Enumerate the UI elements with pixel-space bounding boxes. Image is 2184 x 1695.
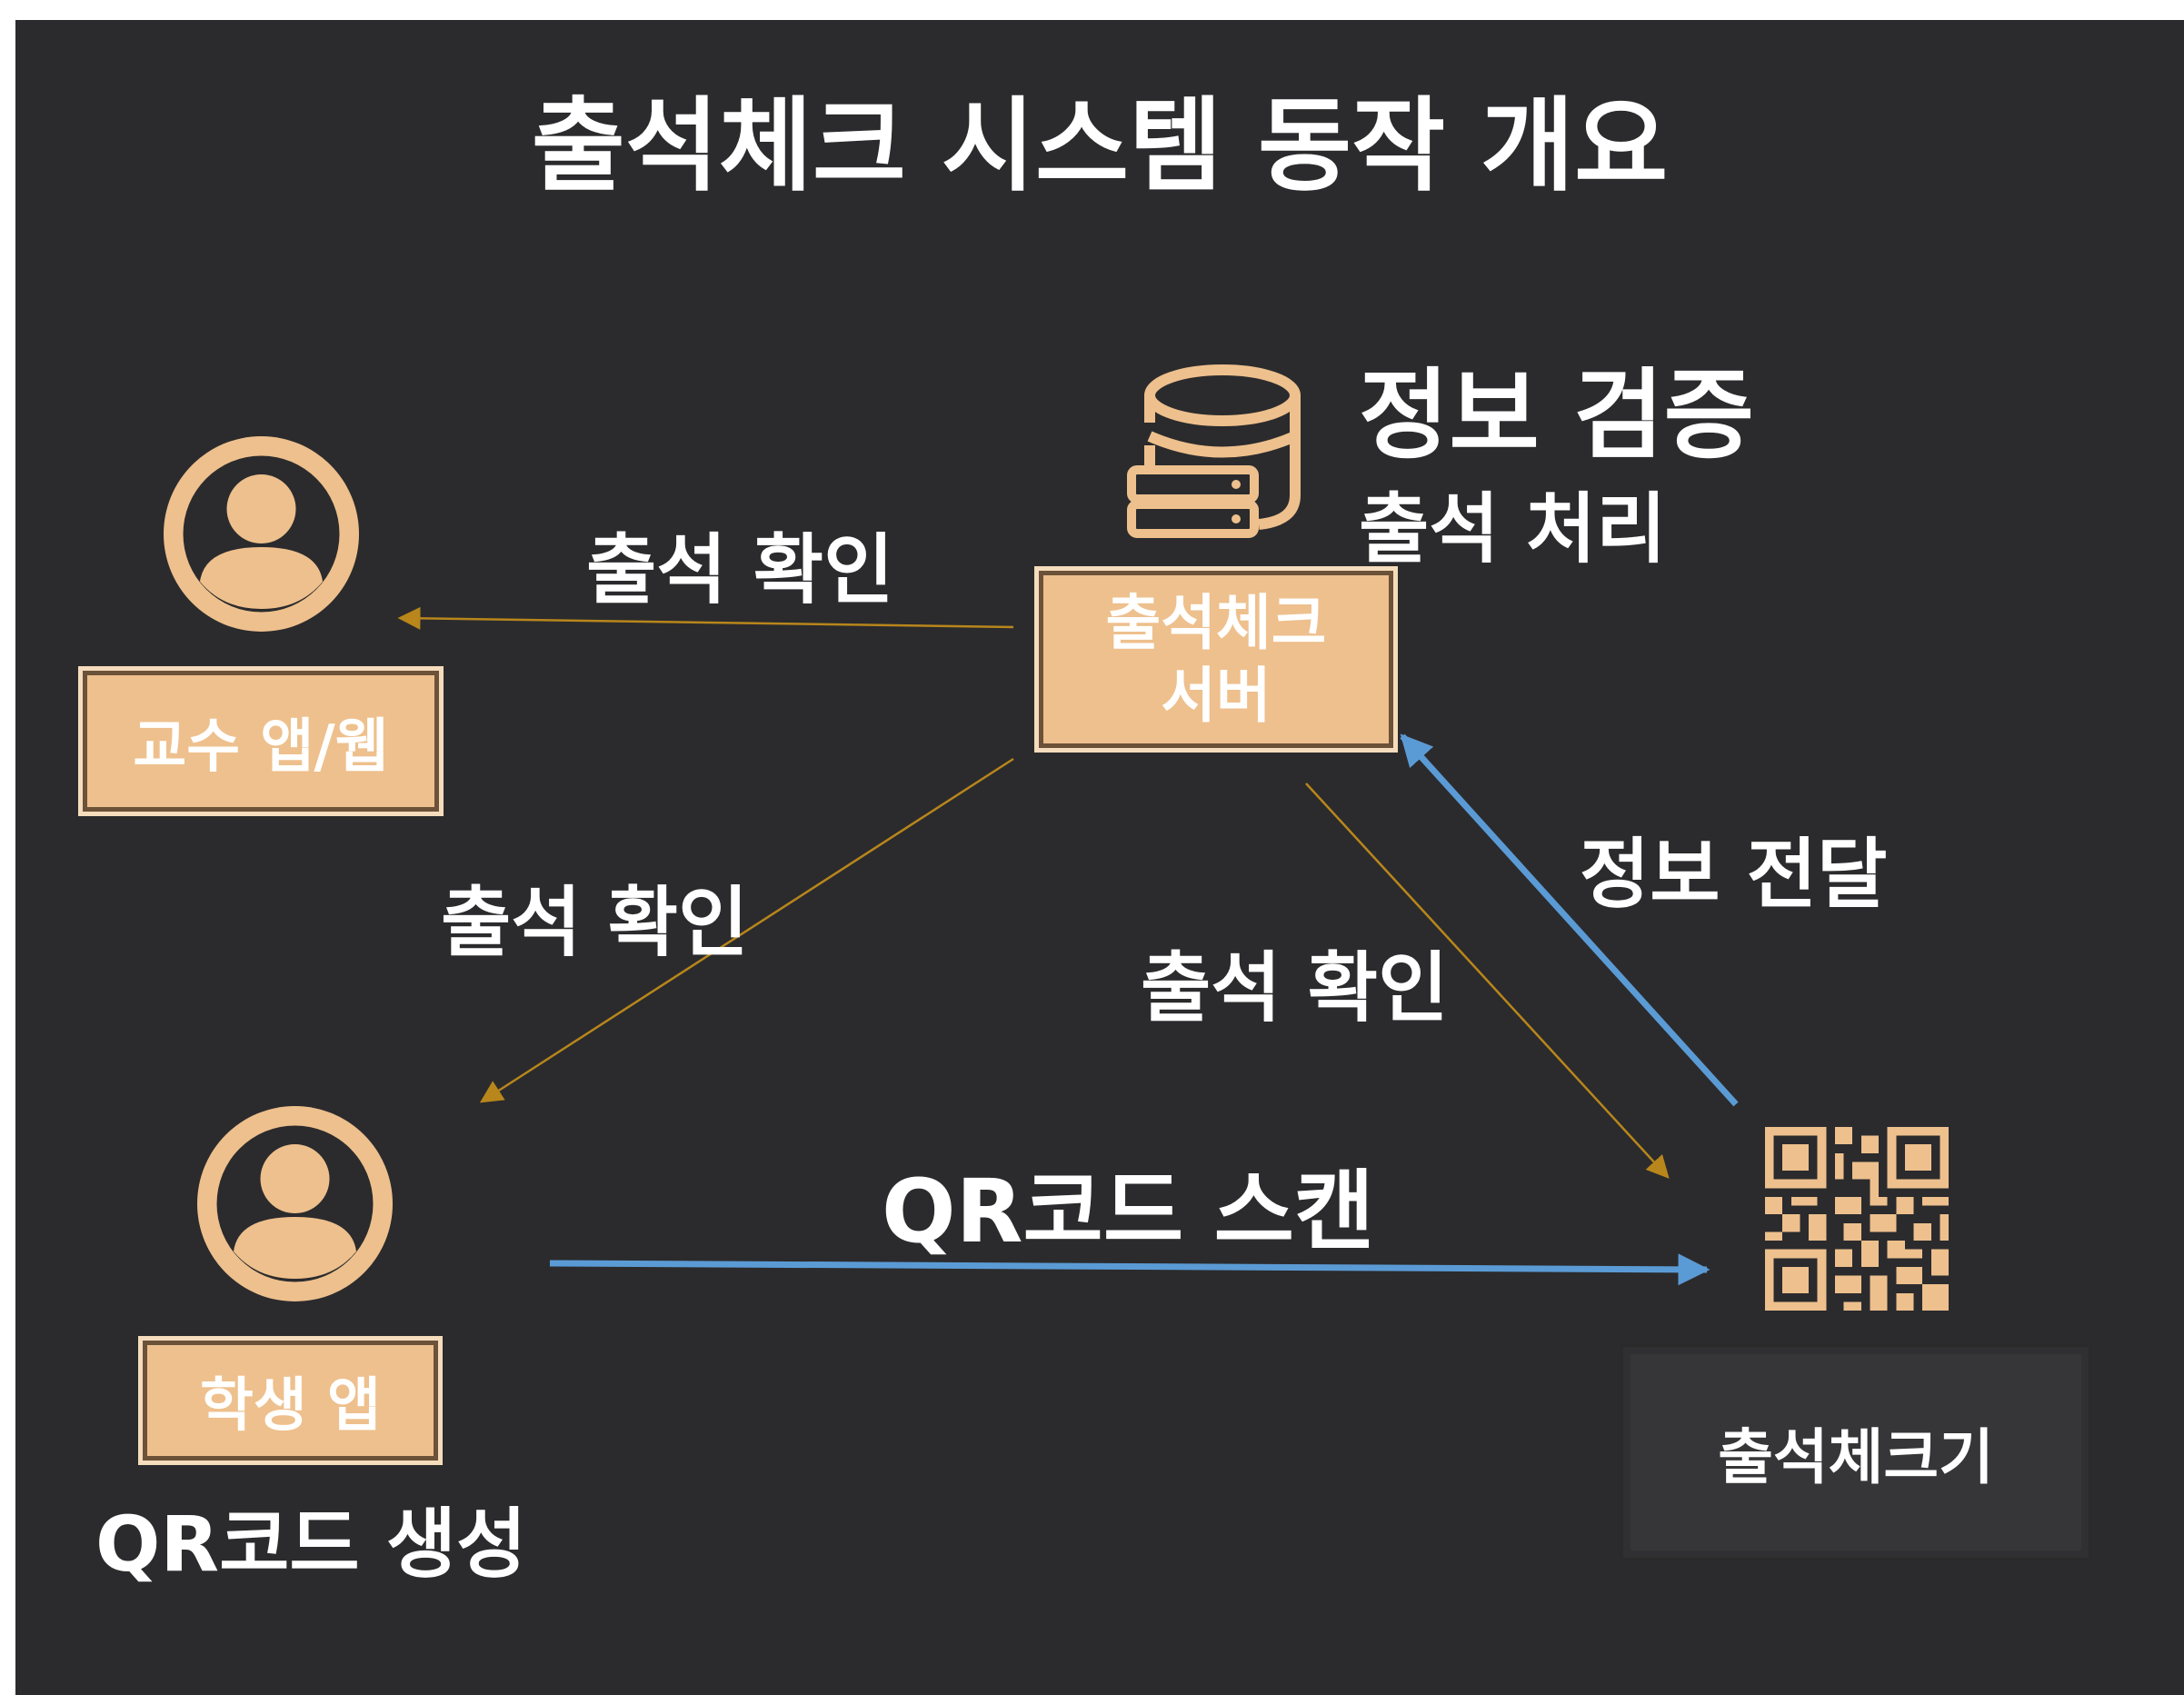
professor-label: 교수 앱/웹 [133,713,389,781]
checker-device: 출석체크기 [1620,1343,2092,1561]
student-caption: QR코드 생성 [95,1500,527,1589]
database-server-icon [1127,364,1301,538]
edge-label-server-to-professor: 출석 확인 [586,525,894,614]
edge-label-server-to-student: 출석 확인 [441,878,749,967]
arrow-student-to-checker [549,1253,1710,1286]
server-note-process: 출석 처리 [1359,484,1667,573]
user-icon [197,1106,393,1301]
checker-label: 출석체크기 [1718,1422,1994,1492]
server-label-line1: 출석체크 [1105,588,1327,659]
diagram-title: 출석체크 시스템 동작 개요 [531,87,1669,205]
arrow-checker-to-server [1400,733,1739,1107]
server-note-verify: 정보 검증 [1359,359,1755,473]
qr-code-icon [1765,1127,1949,1311]
edge-label-student-to-checker: QR코드 스캔 [882,1161,1375,1262]
arrow-server-to-checker [1305,783,1670,1179]
server-box: 출석체크 서버 [1034,566,1398,753]
professor-box: 교수 앱/웹 [78,666,444,816]
student-label: 학생 앱 [200,1372,381,1440]
server-label-line2: 서버 [1161,660,1272,731]
edge-label-checker-to-server: 정보 전달 [1580,830,1888,919]
arrow-server-to-student [479,757,1014,1103]
edge-label-server-to-checker: 출석 확인 [1141,943,1449,1032]
student-box: 학생 앱 [138,1336,443,1465]
user-icon [164,436,359,632]
arrow-server-to-professor [397,606,1014,630]
